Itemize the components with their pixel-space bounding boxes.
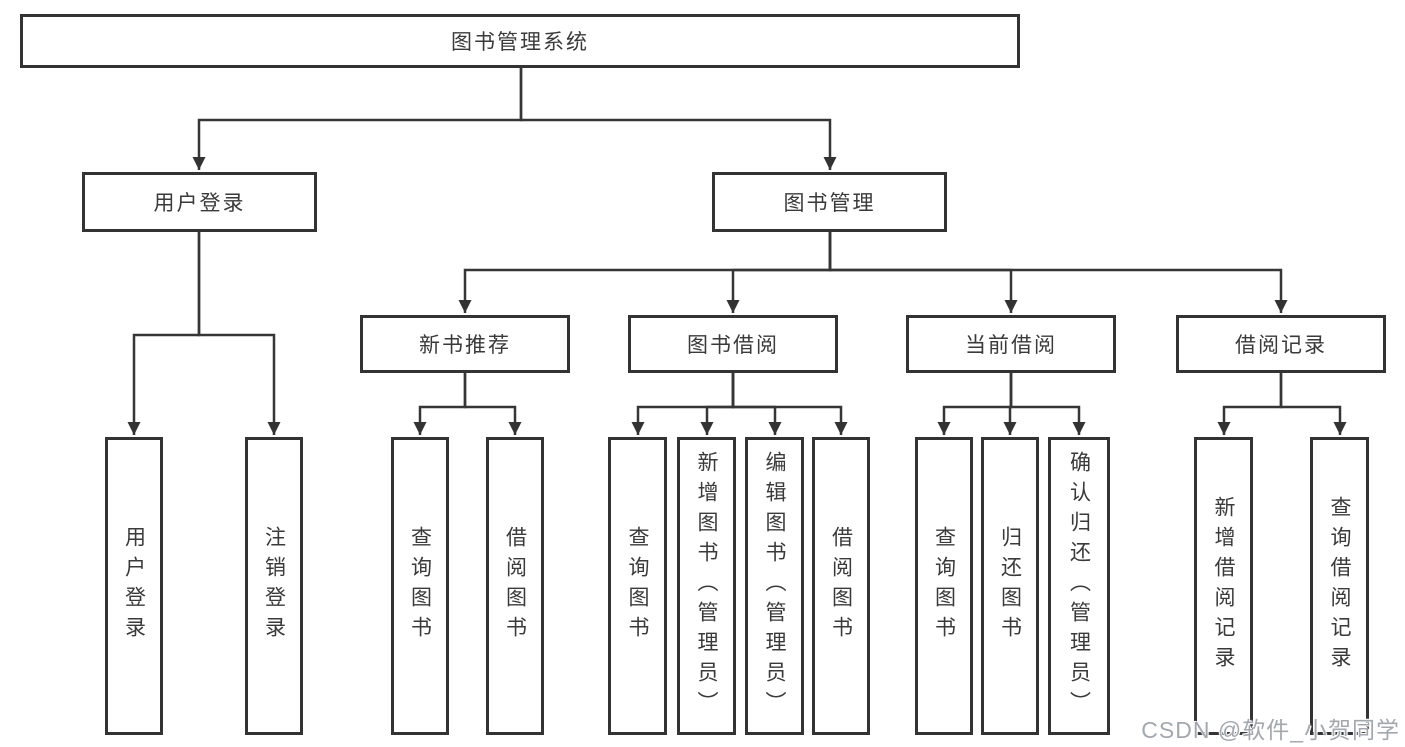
leaf-logout: 注销登录 bbox=[245, 437, 303, 735]
leaf-return-books: 归还图书 bbox=[981, 437, 1039, 735]
edge-bookmgmt-current bbox=[828, 232, 1018, 313]
node-user-login: 用户登录 bbox=[82, 172, 317, 232]
leaf-edit-books-admin: 编辑图书（管理员） bbox=[745, 437, 804, 735]
edge-userlogin-leaf2 bbox=[197, 232, 281, 435]
edge-borrow-leaf4 bbox=[731, 373, 848, 435]
edge-newbook-leaf2 bbox=[463, 373, 522, 435]
edge-bookmgmt-newbook bbox=[458, 232, 832, 313]
edge-borrow-leaf3 bbox=[731, 373, 782, 435]
leaf-query-books-borrow: 查询图书 bbox=[608, 437, 667, 735]
leaf-add-books-admin: 新增图书（管理员） bbox=[677, 437, 736, 735]
node-new-book-recommendation: 新书推荐 bbox=[360, 315, 570, 373]
edge-newbook-leaf1 bbox=[413, 373, 467, 435]
edge-root-book-mgmt bbox=[519, 68, 837, 170]
node-library-management-system: 图书管理系统 bbox=[20, 14, 1020, 68]
edge-borrow-leaf2 bbox=[700, 373, 735, 435]
leaf-user-login: 用户登录 bbox=[105, 437, 163, 735]
csdn-watermark: CSDN @软件_小贺同学 bbox=[1141, 717, 1400, 743]
node-book-management: 图书管理 bbox=[712, 172, 947, 232]
edge-records-leaf2 bbox=[1279, 373, 1347, 435]
edge-bookmgmt-records bbox=[828, 232, 1288, 313]
edge-current-leaf1 bbox=[937, 373, 1013, 435]
leaf-confirm-return-admin: 确认归还（管理员） bbox=[1048, 437, 1110, 735]
edge-root-user-login bbox=[192, 68, 523, 170]
leaf-borrow-books-recommend: 借阅图书 bbox=[486, 437, 544, 735]
node-current-borrowing: 当前借阅 bbox=[906, 315, 1116, 373]
leaf-query-books-recommend: 查询图书 bbox=[391, 437, 449, 735]
edge-bookmgmt-borrow bbox=[726, 232, 832, 313]
leaf-query-borrow-record: 查询借阅记录 bbox=[1310, 437, 1369, 735]
leaf-add-borrow-record: 新增借阅记录 bbox=[1194, 437, 1253, 735]
leaf-query-books-current: 查询图书 bbox=[915, 437, 973, 735]
edge-records-leaf1 bbox=[1217, 373, 1283, 435]
edge-borrow-leaf1 bbox=[631, 373, 735, 435]
edge-current-leaf3 bbox=[1009, 373, 1086, 435]
leaf-borrow-books: 借阅图书 bbox=[812, 437, 870, 735]
node-book-borrowing: 图书借阅 bbox=[628, 315, 838, 373]
node-borrowing-records: 借阅记录 bbox=[1176, 315, 1386, 373]
edge-userlogin-leaf1 bbox=[127, 232, 201, 435]
